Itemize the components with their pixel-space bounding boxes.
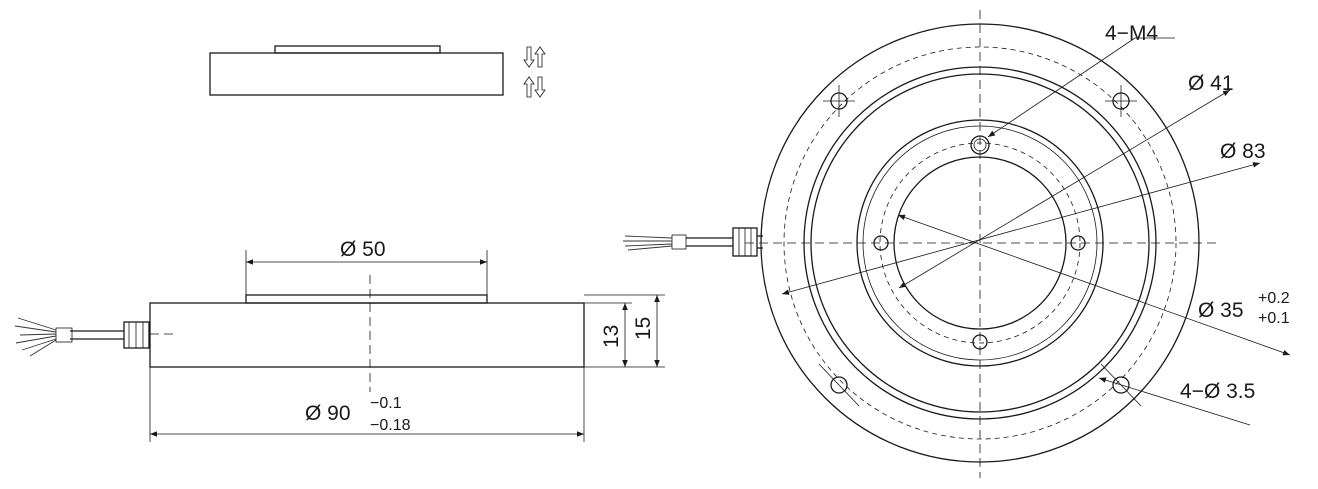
small-side-view — [209, 45, 504, 96]
front-view — [149, 250, 665, 442]
plan-view — [745, 10, 1291, 478]
inner-height-label: 13 — [600, 325, 623, 348]
mount-holes-label: 4−Ø 3.5 — [1180, 380, 1255, 403]
diameter-35-tolerance-upper: +0.2 — [1258, 290, 1290, 307]
base-diameter-label: Ø 90 — [305, 402, 351, 425]
thread-label: 4−M4 — [1105, 22, 1158, 45]
diameter-35-label: Ø 35 — [1198, 299, 1244, 322]
diameter-83-label: Ø 83 — [1220, 140, 1266, 163]
diameter-35-tolerance-lower: +0.1 — [1258, 310, 1290, 327]
top-diameter-label: Ø 50 — [340, 238, 386, 261]
base-tolerance-lower: −0.18 — [370, 417, 411, 434]
base-tolerance-upper: −0.1 — [370, 395, 402, 412]
arrow-up-down-icon — [523, 76, 546, 98]
outer-height-label: 15 — [632, 317, 655, 340]
front-cable-connector — [14, 317, 150, 357]
arrow-down-up-icon — [523, 46, 546, 68]
plan-cable-connector — [623, 227, 763, 257]
diameter-41-label: Ø 41 — [1188, 72, 1234, 95]
